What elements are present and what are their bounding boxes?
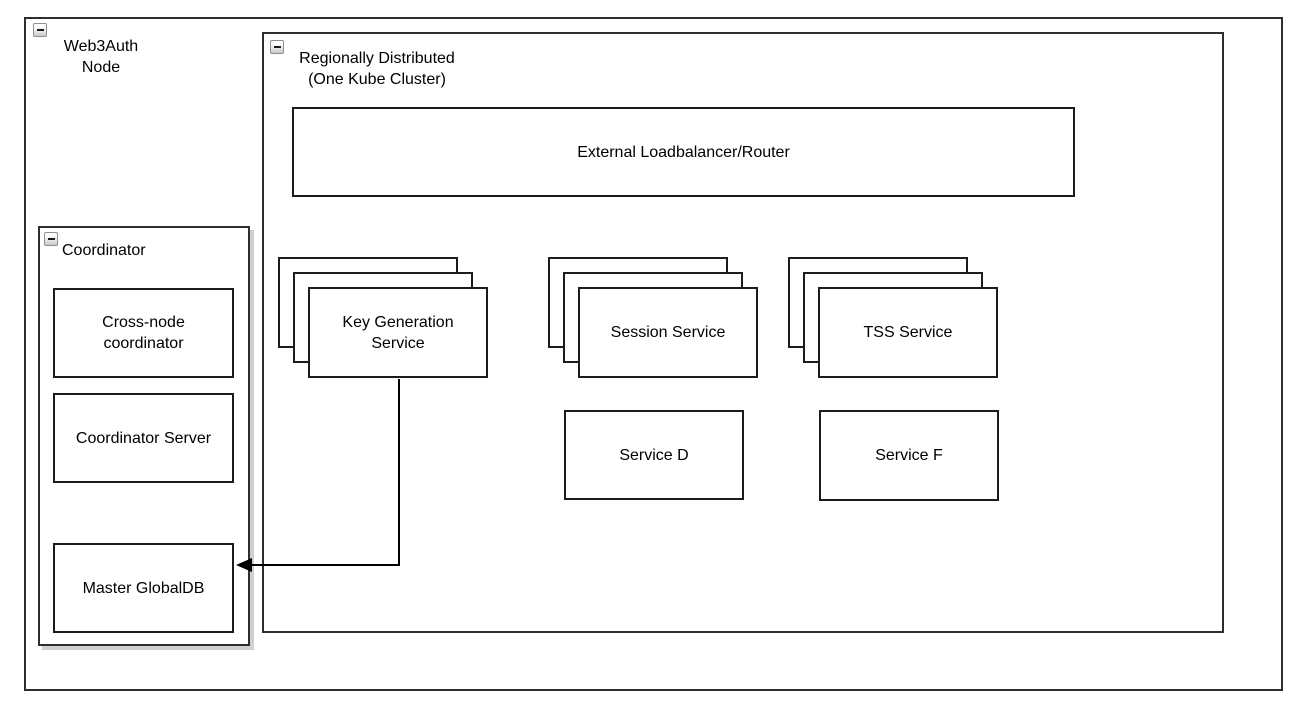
node-label: Service F bbox=[875, 447, 943, 464]
stack-layer-front: TSS Service bbox=[818, 287, 998, 378]
container-regionally-distributed[interactable] bbox=[262, 32, 1224, 633]
node-session-service-stack[interactable]: Session Service bbox=[548, 257, 758, 379]
node-label: External Loadbalancer/Router bbox=[577, 143, 790, 161]
node-label: TSS Service bbox=[863, 324, 953, 341]
container-title-coordinator: Coordinator bbox=[62, 242, 146, 259]
node-label: Session Service bbox=[610, 324, 726, 341]
node-service-f[interactable]: Service F bbox=[819, 410, 999, 501]
node-master-globaldb[interactable]: Master GlobalDB bbox=[53, 543, 234, 633]
node-tss-service-stack[interactable]: TSS Service bbox=[788, 257, 998, 379]
stack-layer-front: Session Service bbox=[578, 287, 758, 378]
node-key-generation-service-stack[interactable]: Key Generation Service bbox=[278, 257, 488, 379]
node-label: Master GlobalDB bbox=[82, 579, 205, 597]
node-label: Service D bbox=[619, 446, 689, 464]
node-label: Coordinator Server bbox=[75, 429, 212, 447]
collapse-minus-icon[interactable] bbox=[44, 232, 58, 246]
collapse-minus-icon[interactable] bbox=[33, 23, 47, 37]
node-service-d[interactable]: Service D bbox=[564, 410, 744, 500]
container-web3auth-node[interactable] bbox=[24, 17, 1283, 691]
node-cross-node-coordinator[interactable]: Cross-node coordinator bbox=[53, 288, 234, 378]
stack-layer-front: Key Generation Service bbox=[308, 287, 488, 378]
node-coordinator-server[interactable]: Coordinator Server bbox=[53, 393, 234, 483]
container-title-web3auth-node: Web3Auth Node bbox=[63, 38, 139, 76]
node-external-loadbalancer[interactable]: External Loadbalancer/Router bbox=[292, 107, 1075, 197]
container-title-regionally-distributed: Regionally Distributed (One Kube Cluster… bbox=[299, 50, 455, 88]
node-label: Key Generation Service bbox=[342, 313, 454, 352]
collapse-minus-icon[interactable] bbox=[270, 40, 284, 54]
node-label: Cross-node coordinator bbox=[102, 314, 185, 352]
